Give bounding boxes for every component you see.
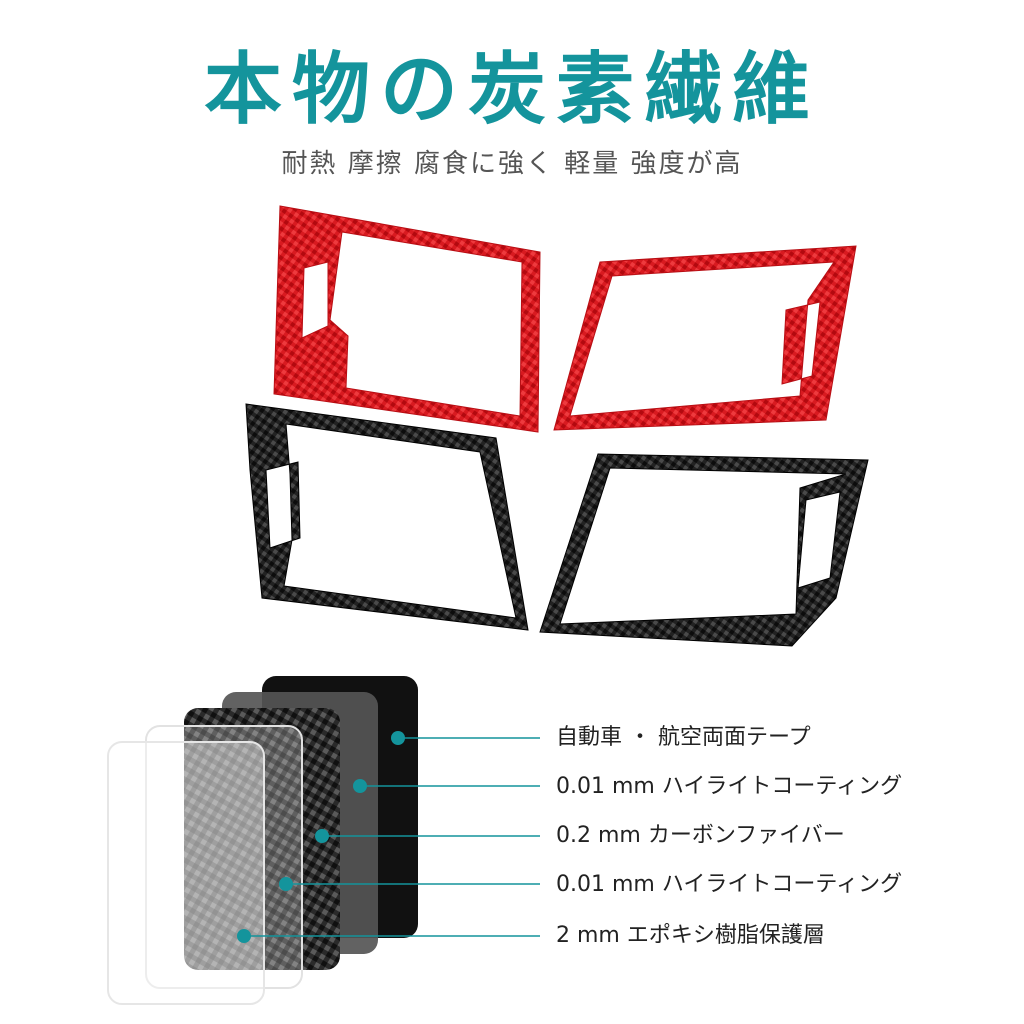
layer-label-coating-bottom: 0.01 mm ハイライトコーティング (556, 872, 903, 897)
layer-label-epoxy: 2 mm エポキシ樹脂保護層 (556, 923, 825, 948)
black-left-frame (245, 403, 529, 631)
layer-label-coating-top: 0.01 mm ハイライトコーティング (556, 774, 903, 799)
layer-label-tape: 自動車 ・ 航空両面テープ (556, 725, 811, 750)
black-right-frame (539, 453, 869, 647)
vent-trim-frames (245, 205, 869, 647)
page-title: 本物の炭素繊維 (203, 45, 820, 135)
layer-label-carbon: 0.2 mm カーボンファイバー (556, 823, 845, 848)
red-right-frame (553, 245, 857, 431)
red-left-frame (273, 205, 541, 433)
epoxy-layer (107, 741, 265, 1005)
leader-lines (237, 731, 540, 943)
page-subtitle: 耐熱 摩擦 腐食に強く 軽量 強度が高 (281, 149, 743, 179)
